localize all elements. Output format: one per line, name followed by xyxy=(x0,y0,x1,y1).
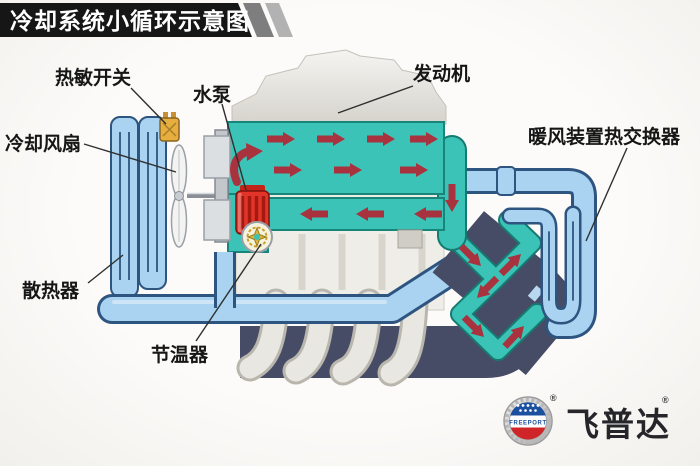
heat-exchanger xyxy=(453,166,597,339)
logo-stars xyxy=(516,404,540,412)
leader-radiator xyxy=(87,254,124,284)
leader-heat-exchanger xyxy=(585,147,628,242)
engine-dome xyxy=(231,49,447,125)
engine-mount-block xyxy=(397,229,423,249)
label-thermal-switch: 热敏开关 xyxy=(55,66,131,89)
logo-badge-red-bottom xyxy=(510,427,546,440)
leader-cooling-fan xyxy=(83,143,177,173)
logo-badge-text: FREEPORT xyxy=(509,421,546,427)
radiator xyxy=(110,116,167,298)
leader-lines xyxy=(83,85,628,342)
title-banner: 冷却系统小循环示意图 xyxy=(0,3,293,37)
label-radiator: 散热器 xyxy=(22,279,80,302)
thermal-switch xyxy=(159,112,180,142)
cooling-fan xyxy=(170,144,188,248)
label-cooling-fan: 冷却风扇 xyxy=(5,132,81,155)
diagram-title: 冷却系统小循环示意图 xyxy=(10,8,250,34)
flow-arrows xyxy=(230,132,530,352)
thermostat xyxy=(241,221,273,253)
leader-thermal-switch xyxy=(130,87,167,125)
banner-stripe-dark xyxy=(243,3,274,37)
brand-name: 飞普达 xyxy=(566,406,671,443)
component-labels: 热敏开关 水泵 发动机 冷却风扇 暖风装置热交换器 散热器 节温器 xyxy=(5,62,681,366)
fan-motor-bracket xyxy=(187,129,231,243)
brand-logo: FREEPORT ® 飞普达 ® xyxy=(503,393,671,446)
leader-thermostat xyxy=(195,243,262,342)
leader-water-pump xyxy=(221,103,247,191)
logo-badge-registered-mark: ® xyxy=(550,393,557,403)
brand-registered-mark: ® xyxy=(662,395,669,405)
label-heat-exchanger: 暖风装置热交换器 xyxy=(528,125,681,148)
label-thermostat: 节温器 xyxy=(151,344,209,366)
leader-engine xyxy=(337,85,414,114)
label-engine: 发动机 xyxy=(412,62,470,85)
exhaust-pipes xyxy=(236,288,429,387)
water-jacket xyxy=(227,121,445,195)
label-water-pump: 水泵 xyxy=(193,84,231,106)
banner-stripe-light xyxy=(265,3,293,37)
